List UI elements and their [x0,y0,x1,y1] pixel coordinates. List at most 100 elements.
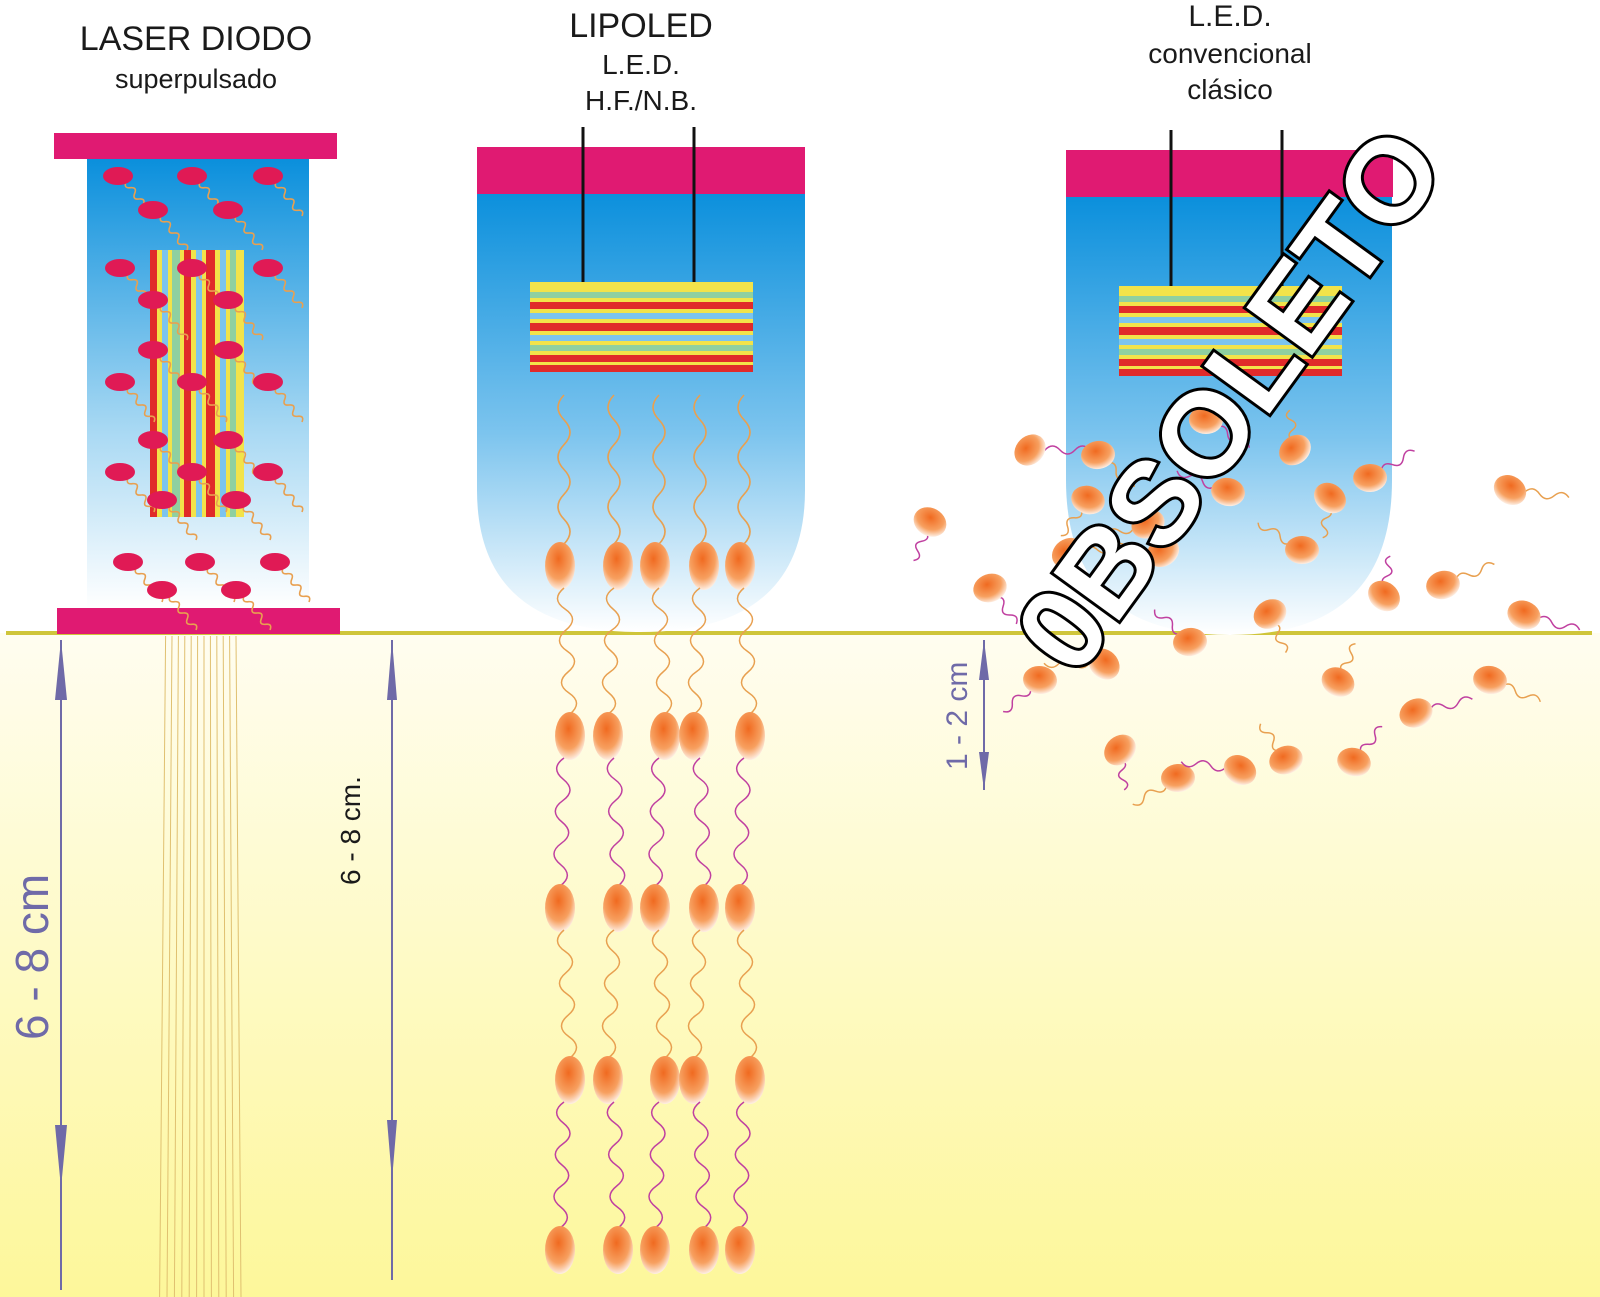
laser-photon-tail [159,215,189,251]
photon-icon [735,1056,765,1104]
lipoled-line3: H.F./N.B. [585,85,697,116]
lipoled-photons [545,394,765,1274]
laser-photon-tail [198,477,228,513]
photon-icon [725,884,755,932]
photon-icon [105,463,135,481]
photon-icon [689,542,719,590]
photon-icon [260,553,290,571]
photon-icon [1146,536,1180,568]
photon-icon [1337,747,1371,777]
photon-icon [105,373,135,391]
laser-photon-tail [274,387,304,423]
photon-icon [1189,405,1223,435]
photon-icon [1081,440,1115,470]
photon-icon [1253,599,1287,629]
photon-icon [689,884,719,932]
photon-icon [603,1226,633,1274]
led-line2: convencional [1148,38,1311,69]
photon-icon [1223,755,1257,785]
photon-icon [213,431,243,449]
led-chip-icon [1119,286,1342,376]
photon-icon [1368,580,1400,612]
lipoled-probe [477,127,805,632]
photon-icon [253,167,283,185]
laser-beam-ray [159,635,167,1297]
lipoled-photon-tail [607,394,621,545]
lipoled-photon-tail [736,587,758,715]
lipoled-photon-tail [557,394,571,545]
led-top-cap [1066,150,1393,197]
photon-icon [147,581,177,599]
laser-depth-label-right: 6 - 8 cm. [335,776,366,885]
photon-icon [545,884,575,932]
laser-beam-ray [173,635,179,1297]
photon-icon [725,542,755,590]
led-line3: clásico [1187,74,1273,105]
photon-icon [735,712,765,760]
photon-icon [973,573,1007,603]
laser-title: LASER DIODO [80,20,312,58]
photon-icon [138,291,168,309]
photon-icon [1285,535,1319,565]
laser-beam-ray [216,635,220,1297]
photon-icon [1493,474,1527,506]
photon-icon [177,463,207,481]
laser-photon-tail [281,567,311,603]
photon-icon [1314,482,1346,514]
photon-icon [1279,434,1311,466]
laser-bottom-cap [57,608,340,634]
photon-icon [603,542,633,590]
laser-photon-tail [168,505,198,541]
photon-icon [1014,434,1046,466]
lipoled-photon-tail [606,1101,626,1229]
lipoled-top-cap [477,147,805,194]
photon-icon [650,1056,680,1104]
photon-icon [213,291,243,309]
lipoled-photon-tail [692,1101,712,1229]
photon-icon [1131,509,1165,539]
photon-icon [1426,570,1460,600]
lipoled-photon-tail [606,757,626,887]
led-scattered-photons [913,405,1581,806]
photon-icon [1399,698,1433,728]
photon-icon [1473,665,1507,695]
photon-icon [253,373,283,391]
photon-icon [555,712,585,760]
laser-diode-probe [54,133,340,1297]
laser-photon-tail [126,477,156,513]
laser-photon-tail [234,305,264,341]
photon-icon [640,884,670,932]
photon-icon [1173,627,1207,657]
photon-icon [1051,537,1085,569]
lipoled-photon-tail [651,929,673,1059]
photon-icon [679,712,709,760]
skin-region [0,633,1600,1297]
lipoled-photon-tail [556,929,578,1059]
laser-photon-tail [242,505,272,541]
led-depth-label: 1 - 2 cm [941,662,974,770]
laser-beam-ray [166,635,173,1297]
laser-photon-tail [198,387,228,423]
photon-icon [213,201,243,219]
laser-photon-tail [274,273,304,309]
photon-icon [1507,600,1541,630]
laser-particles [103,167,311,631]
lipoled-line2: L.E.D. [602,49,680,80]
laser-top-cap [54,133,337,159]
lipoled-photon-tail [601,929,621,1059]
lipoled-photon-tail [553,757,571,887]
photon-icon [640,542,670,590]
photon-icon [1321,667,1355,697]
laser-subtitle: superpulsado [115,64,277,94]
photon-icon [1161,763,1195,793]
photon-icon [253,463,283,481]
photon-icon [138,431,168,449]
led-depth-arrow [979,640,989,790]
laser-beam-ray [235,635,242,1297]
lipoled-photon-tail [737,394,751,545]
lipoled-photon-tail [733,757,751,887]
photon-icon [221,581,251,599]
photon-icon [650,712,680,760]
